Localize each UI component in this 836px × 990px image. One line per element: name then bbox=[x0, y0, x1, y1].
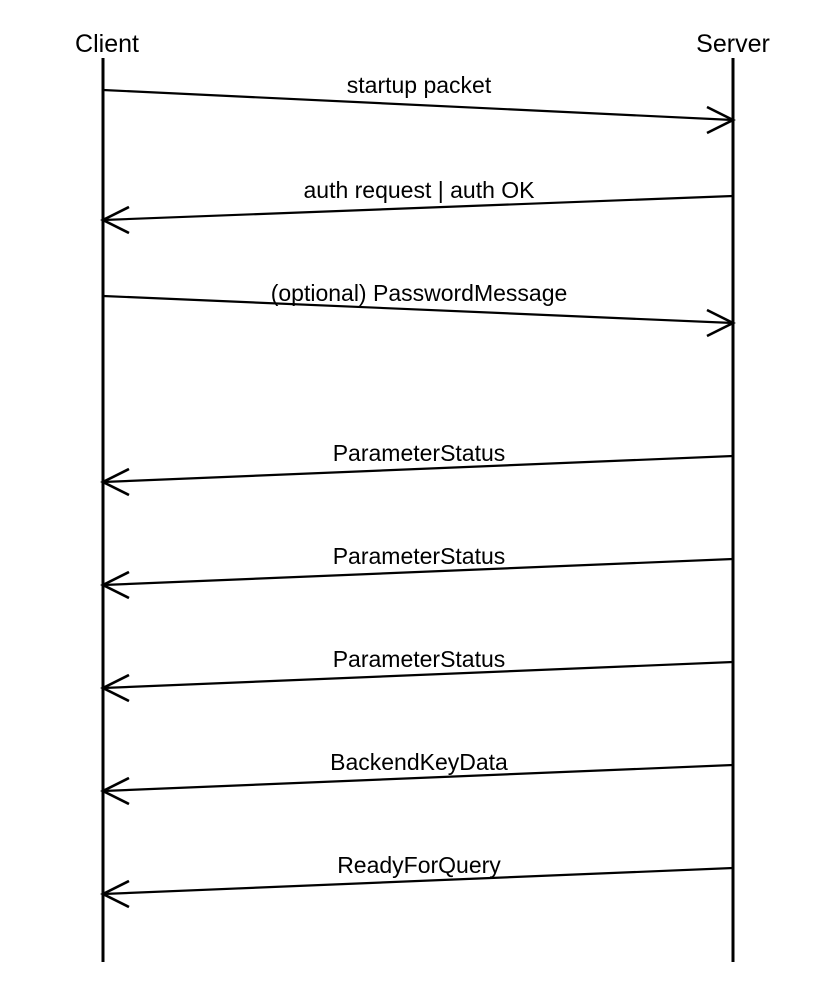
message-3[interactable]: (optional) PasswordMessage bbox=[102, 280, 736, 338]
arrowhead-5 bbox=[100, 570, 130, 600]
message-line-1 bbox=[102, 88, 734, 122]
message-2[interactable]: auth request | auth OK bbox=[100, 177, 734, 235]
message-label-4: ParameterStatus bbox=[333, 440, 506, 466]
message-label-1: startup packet bbox=[347, 72, 492, 98]
message-label-2: auth request | auth OK bbox=[303, 177, 535, 203]
participant-label-client: Client bbox=[75, 30, 139, 58]
arrowhead-3 bbox=[706, 308, 736, 338]
message-7[interactable]: BackendKeyData bbox=[100, 749, 734, 806]
message-line-4 bbox=[102, 454, 734, 484]
arrowhead-8 bbox=[100, 879, 130, 909]
arrowhead-6 bbox=[100, 673, 130, 703]
message-8[interactable]: ReadyForQuery bbox=[100, 852, 734, 909]
message-1[interactable]: startup packet bbox=[102, 72, 736, 135]
message-line-7 bbox=[102, 763, 734, 793]
message-arrows-group: startup packet auth request | auth OK (opt… bbox=[100, 72, 736, 909]
message-line-6 bbox=[102, 660, 734, 690]
arrowhead-7 bbox=[100, 776, 130, 806]
message-line-2 bbox=[102, 194, 734, 222]
arrowhead-4 bbox=[100, 467, 130, 497]
message-line-3 bbox=[102, 294, 734, 325]
message-5[interactable]: ParameterStatus bbox=[100, 543, 734, 600]
participant-label-server: Server bbox=[696, 30, 770, 58]
message-label-6: ParameterStatus bbox=[333, 646, 506, 672]
message-label-3: (optional) PasswordMessage bbox=[271, 280, 568, 306]
message-line-5 bbox=[102, 557, 734, 587]
message-label-7: BackendKeyData bbox=[330, 749, 508, 775]
message-4[interactable]: ParameterStatus bbox=[100, 440, 734, 497]
message-label-5: ParameterStatus bbox=[333, 543, 506, 569]
arrowhead-1 bbox=[706, 105, 736, 135]
message-line-8 bbox=[102, 866, 734, 896]
message-6[interactable]: ParameterStatus bbox=[100, 646, 734, 703]
message-label-8: ReadyForQuery bbox=[337, 852, 501, 878]
arrowhead-2 bbox=[100, 205, 130, 235]
